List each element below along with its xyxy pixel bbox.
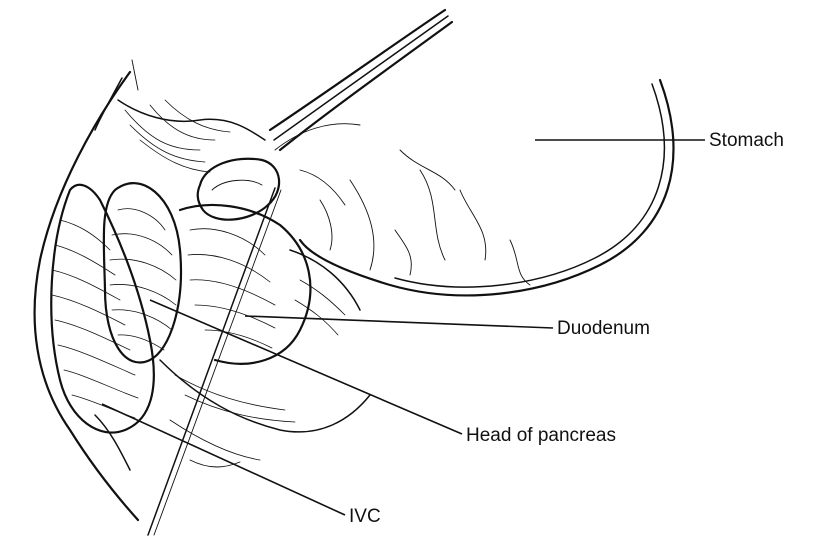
retractor-instrument	[196, 8, 454, 221]
upper-tissue-hatching	[117, 99, 266, 173]
stomach-outline	[274, 78, 675, 297]
ivc-leader	[101, 403, 346, 516]
ivc-label: IVC	[349, 506, 381, 527]
duodenum-shape	[178, 203, 361, 365]
duodenum-leader	[244, 315, 554, 329]
head-of-pancreas-leader	[149, 299, 463, 435]
stomach-label: Stomach	[709, 130, 784, 151]
wound-edge	[33, 59, 140, 522]
lower-tissue	[159, 359, 371, 468]
head-of-pancreas-shape	[102, 182, 183, 364]
leader-lines	[101, 139, 705, 516]
head-of-pancreas-label: Head of pancreas	[466, 425, 616, 446]
ivc-region	[50, 183, 155, 471]
duodenum-label: Duodenum	[557, 318, 650, 339]
